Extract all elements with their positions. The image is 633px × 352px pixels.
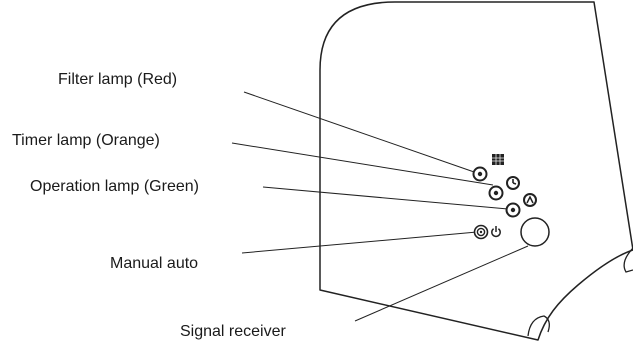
housing-tab-bottom	[527, 315, 550, 337]
leader-filter-lamp	[243, 91, 478, 174]
housing-tab-right	[623, 247, 633, 273]
signal-receiver-window	[520, 217, 550, 247]
leader-operation-lamp	[262, 186, 509, 210]
leader-timer-lamp	[231, 142, 494, 186]
timer-lamp	[488, 185, 504, 201]
label-signal-receiver: Signal receiver	[180, 323, 286, 340]
clock-icon	[506, 176, 520, 190]
filter-icon	[492, 154, 504, 165]
leader-manual-auto	[241, 231, 478, 254]
filter-lamp	[472, 166, 488, 182]
label-filter-lamp: Filter lamp (Red)	[58, 71, 178, 88]
power-icon	[491, 226, 501, 238]
unit-housing	[319, 1, 633, 341]
manual-auto-button	[473, 224, 489, 240]
operation-lamp	[505, 202, 521, 218]
label-timer-lamp: Timer lamp (Orange)	[12, 132, 160, 149]
label-operation-lamp: Operation lamp (Green)	[30, 178, 199, 195]
label-manual-auto: Manual auto	[110, 255, 199, 272]
leader-signal-receiver	[354, 245, 529, 322]
operation-icon	[523, 193, 537, 207]
